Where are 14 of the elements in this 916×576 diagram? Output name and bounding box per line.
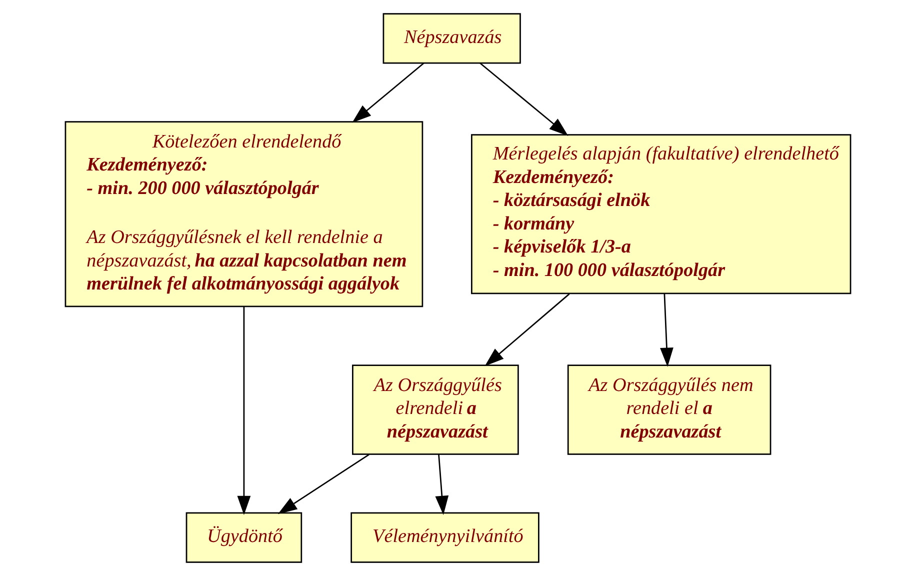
node-box: Mérlegelés alapján (fakultatíve) elrendelhető Kezdeményező: - köztársasági elnök - kormány - képviselők 1/3-a - min. 100 000 választópolgár	[471, 134, 852, 294]
arrow	[237, 306, 251, 516]
arrow	[660, 294, 674, 367]
arrow	[480, 62, 568, 136]
node-box: Népszavazás	[382, 13, 521, 64]
node-box: Az Országgyűlés elrendeli a népszavazást	[352, 364, 519, 455]
arrow	[278, 454, 370, 514]
arrow	[484, 293, 570, 366]
node-box: Az Országgyűlés nem rendeli el a népszavazást	[567, 364, 772, 455]
node-box: Véleménynyilvánító	[350, 512, 540, 563]
node-box: Kötelezően elrendelendő Kezdeményező: - min. 200 000 választópolgár Az Országgyűlésnek el kell rendelnie a népszavazást, ha azzal kapcsolatban nem merülnek fel alkotmányossági aggályok	[64, 121, 424, 308]
arrow	[435, 454, 449, 515]
arrow	[352, 62, 424, 123]
node-box: Ügydöntő	[186, 512, 302, 563]
